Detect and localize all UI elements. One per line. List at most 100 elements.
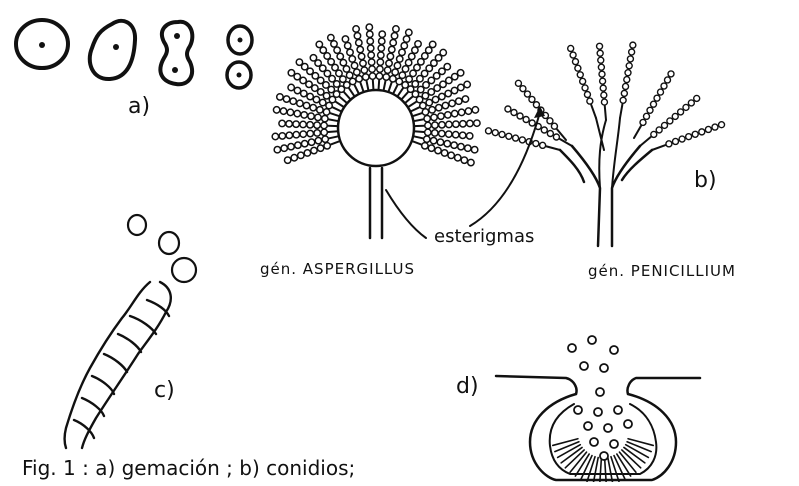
pycnidium-spore — [590, 438, 598, 446]
penicillium-conidium — [598, 64, 604, 70]
aspergillus-conidium — [462, 96, 468, 102]
aspergillus-conidium — [441, 150, 447, 156]
aspergillus-conidium — [422, 109, 428, 115]
aspergillus-conidium — [356, 40, 362, 46]
aspergillus-conidium — [439, 93, 445, 99]
aspergillus-conidium — [311, 147, 317, 153]
aspergillus-conidium — [458, 109, 464, 115]
yeast-cell-budding — [90, 21, 135, 79]
aspergillus-conidium — [342, 36, 348, 42]
aspergillus-conidium — [390, 40, 396, 46]
aspergillus-conidium — [307, 122, 313, 128]
aspergillus-conidium — [307, 130, 313, 136]
aspergillus-conidium — [273, 107, 279, 113]
aspergillus-sterigma — [330, 113, 340, 116]
pycnidium-spore — [568, 344, 576, 352]
aspergillus-sterigma — [333, 107, 342, 111]
penicillium-conidium — [705, 126, 711, 132]
aspergillus-conidium — [445, 90, 451, 96]
pycnidium-spore — [584, 422, 592, 430]
aspergillus-conidium — [403, 36, 409, 42]
aspergillus-conidium — [452, 73, 458, 79]
aspergillus-sterigma — [373, 80, 374, 90]
pycnidium-spore — [624, 420, 632, 428]
penicillium-conidium — [547, 118, 553, 124]
aspergillus-conidium — [301, 90, 307, 96]
aspergillus-conidium — [449, 100, 455, 106]
aspergillus-conidium — [324, 143, 330, 149]
aspergillus-conidium — [451, 142, 457, 148]
aspergillus-sterigma — [336, 102, 344, 107]
penicillium-conidium — [647, 107, 653, 113]
aspergillus-conidium — [315, 137, 321, 143]
penicillium-conidium — [582, 85, 588, 91]
aspergillus-conidium — [315, 114, 321, 120]
penicillium-conidium — [623, 83, 629, 89]
aspergillus-conidium — [432, 122, 438, 128]
aspergillus-conidium — [367, 38, 373, 44]
aspergillus-conidium — [308, 113, 314, 119]
penicillium-conidium — [529, 120, 535, 126]
figure-caption: Fig. 1 : a) gemación ; b) conidios; — [22, 456, 355, 480]
aspergillus-conidium — [349, 56, 355, 62]
penicillium-conidium — [513, 135, 519, 141]
aspergillus-conidium — [409, 53, 415, 59]
pycnidium-spore — [574, 406, 582, 414]
aspergillus-conidium — [445, 112, 451, 118]
aspergillus-conidium — [429, 107, 435, 113]
aspergillus-conidium — [363, 74, 369, 80]
aspergillus-conidium — [424, 136, 430, 142]
penicillium-phialide — [591, 105, 596, 118]
aspergillus-conidium — [465, 108, 471, 114]
aspergillus-conidium — [281, 145, 287, 151]
aspergillus-conidium — [295, 142, 301, 148]
penicillium-conidium — [661, 83, 667, 89]
label-part-d: d) — [456, 374, 479, 399]
aspergillus-conidium — [431, 114, 437, 120]
penicillium-conidium — [644, 113, 650, 119]
aspergillus-sterigma — [414, 131, 424, 132]
aspergillus-conidium — [331, 41, 337, 47]
aspergillus-conidium — [353, 26, 359, 32]
aspergillus-conidium — [440, 49, 446, 55]
aspergillus-conidium — [369, 73, 375, 79]
aspergillus-conidium — [298, 152, 304, 158]
aspergillus-conidium — [366, 24, 372, 30]
penicillium-conidium — [505, 106, 511, 112]
aspergillus-conidium — [451, 87, 457, 93]
yeast-cell-oval-nucleus — [39, 42, 45, 48]
aspergillus-conidium — [321, 122, 327, 128]
penicillium-conidium — [587, 98, 593, 104]
aspergillus-sterigma — [405, 97, 413, 104]
aspergillus-sterigma — [413, 136, 423, 138]
aspergillus-sterigma — [397, 88, 403, 96]
penicillium-phialide — [546, 146, 560, 150]
pycnidium-spore — [594, 408, 602, 416]
pycnidium-spore — [610, 440, 618, 448]
penicillium-stalk-and-branches — [560, 146, 652, 246]
pycnidium-spore — [610, 346, 618, 354]
aspergillus-conidium — [321, 129, 327, 135]
aspergillus-conidium — [391, 33, 397, 39]
aspergillus-conidium — [379, 38, 385, 44]
penicillium-phialide — [634, 126, 641, 138]
aspergillus-conidium — [412, 47, 418, 53]
pycnidium-wall-inner — [550, 404, 657, 474]
penicillium-conidium — [517, 113, 523, 119]
aspergillus-conidium — [368, 45, 374, 51]
aspergillus-conidium — [448, 152, 454, 158]
aspergillus-conidium — [306, 81, 312, 87]
aspergillus-conidium — [303, 102, 309, 108]
aspergillus-conidium — [384, 67, 390, 73]
penicillium-conidium — [600, 78, 606, 84]
penicillium-phialide — [620, 104, 622, 118]
aspergillus-conidium — [361, 67, 367, 73]
pycnidium-spore — [588, 336, 596, 344]
aspergillus-conidium — [415, 41, 421, 47]
yeast-cell-small-bottom-nucleus — [237, 73, 242, 78]
aspergillus-conidium — [430, 137, 436, 143]
aspergillus-conidium — [284, 157, 290, 163]
penicillium-conidium — [686, 134, 692, 140]
aspergillus-conidium — [317, 107, 323, 113]
